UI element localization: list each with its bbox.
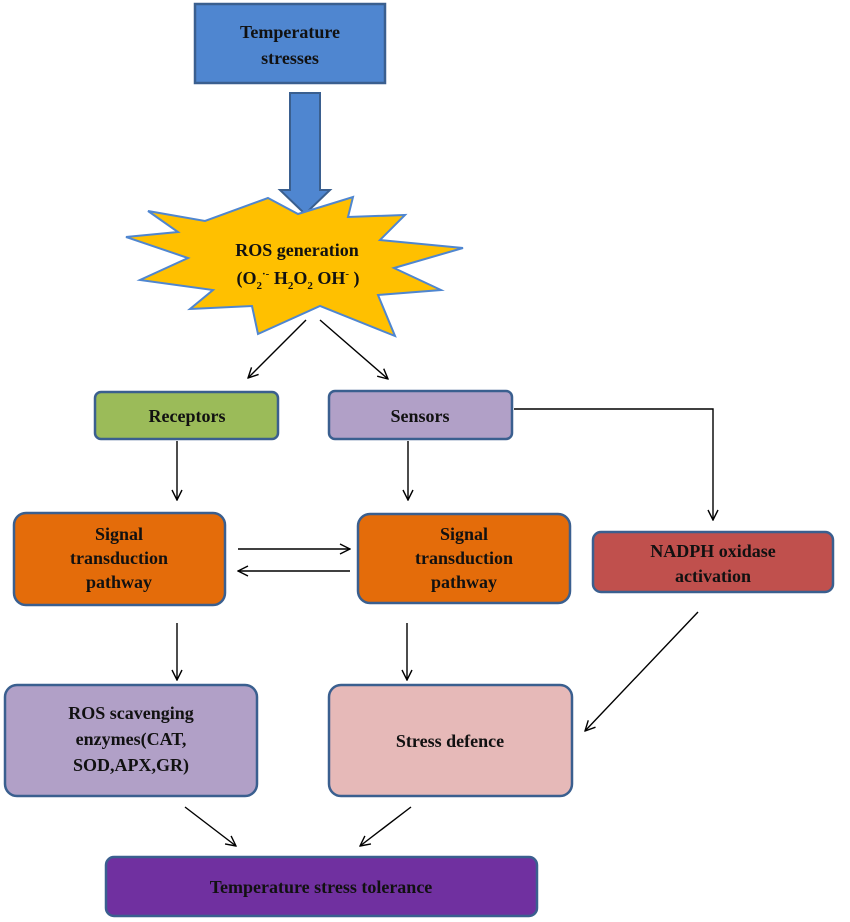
arrow-scavenging-to-tolerance bbox=[184, 806, 236, 846]
arrow-defence-to-tolerance bbox=[360, 806, 412, 846]
nadph-oxidase-node: NADPH oxidase activation bbox=[591, 530, 835, 594]
ros-starburst bbox=[125, 195, 464, 338]
signal-right-line-1: Signal bbox=[440, 524, 488, 544]
stress-defence-node: Stress defence bbox=[327, 683, 574, 798]
temperature-stresses-line-1: Temperature bbox=[240, 22, 340, 42]
ros-scavenging-line-3: SOD,APX,GR) bbox=[73, 755, 189, 776]
o2-subscript: 2 bbox=[256, 280, 262, 292]
temperature-stresses-line-2: stresses bbox=[261, 48, 319, 68]
big-down-arrow bbox=[277, 92, 333, 216]
arrow-ros-to-sensors bbox=[319, 319, 388, 379]
nadph-line-1: NADPH oxidase bbox=[650, 541, 776, 561]
stress-defence-label: Stress defence bbox=[396, 731, 504, 751]
receptors-label: Receptors bbox=[149, 406, 226, 426]
oh-symbol: OH bbox=[317, 268, 345, 288]
sensors-label: Sensors bbox=[390, 406, 449, 426]
ros-species-formula: (O2·- H2O2 OH- ) bbox=[236, 268, 359, 292]
arrow-ros-to-receptors bbox=[248, 319, 307, 378]
tolerance-label: Temperature stress tolerance bbox=[210, 877, 433, 897]
signal-transduction-left-node: Signal transduction pathway bbox=[12, 511, 227, 607]
ros-scavenging-node: ROS scavenging enzymes(CAT, SOD,APX,GR) bbox=[3, 683, 259, 798]
sensors-node: Sensors bbox=[327, 389, 514, 441]
signal-left-line-2: transduction bbox=[70, 548, 168, 568]
ros-generation-title: ROS generation bbox=[235, 240, 359, 260]
o2-superscript: ·- bbox=[262, 268, 270, 280]
h2o2-subscript-1: 2 bbox=[288, 280, 294, 292]
h2o2-symbol-o: O bbox=[293, 268, 307, 288]
temperature-stresses-node: Temperature stresses bbox=[193, 2, 387, 85]
signal-left-line-1: Signal bbox=[95, 524, 143, 544]
signal-transduction-right-node: Signal transduction pathway bbox=[356, 512, 572, 605]
temperature-stress-tolerance-node: Temperature stress tolerance bbox=[104, 855, 539, 918]
nadph-line-2: activation bbox=[675, 566, 751, 586]
ros-scavenging-line-1: ROS scavenging bbox=[68, 703, 194, 723]
h2o2-symbol-h: H bbox=[274, 268, 288, 288]
ros-scavenging-line-2: enzymes(CAT, bbox=[76, 729, 187, 750]
o2-symbol: O bbox=[242, 268, 256, 288]
h2o2-subscript-2: 2 bbox=[307, 280, 313, 292]
ros-generation-node: ROS generation (O2·- H2O2 OH- ) bbox=[125, 195, 464, 338]
signal-right-line-2: transduction bbox=[415, 548, 513, 568]
arrow-sensors-to-nadph bbox=[514, 408, 713, 520]
arrow-nadph-to-defence bbox=[585, 611, 699, 731]
receptors-node: Receptors bbox=[93, 390, 280, 441]
signal-right-line-3: pathway bbox=[431, 572, 497, 592]
signal-left-line-3: pathway bbox=[86, 572, 152, 592]
connectors bbox=[177, 319, 713, 846]
oh-superscript: - bbox=[345, 268, 349, 280]
